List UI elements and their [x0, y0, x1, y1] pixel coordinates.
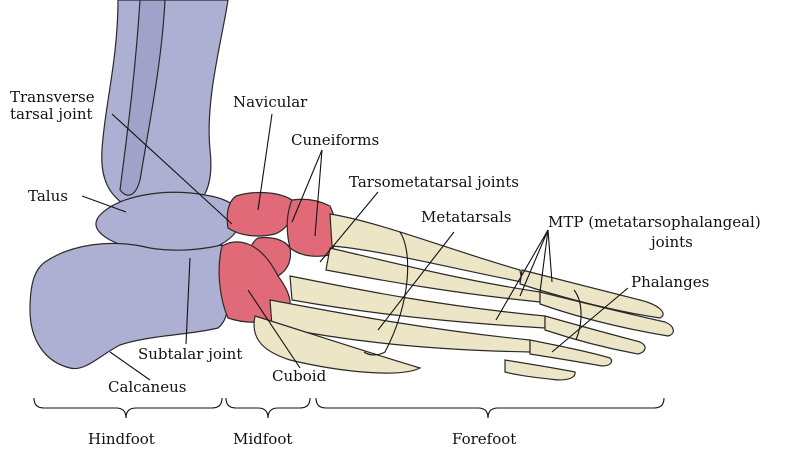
- label-phalanges: Phalanges: [631, 273, 709, 291]
- navicular-bone: [227, 193, 293, 236]
- cuneiform-bone-1: [287, 199, 336, 256]
- label-transverse-line1: Transverse: [10, 88, 95, 106]
- region-forefoot: Forefoot: [452, 430, 516, 448]
- label-talus: Talus: [28, 187, 68, 205]
- label-calcaneus: Calcaneus: [108, 378, 186, 396]
- label-transverse-line2: tarsal joint: [10, 105, 93, 123]
- label-subtalar: Subtalar joint: [138, 345, 242, 363]
- label-cuneiforms: Cuneiforms: [291, 131, 379, 149]
- label-tarsometatarsal: Tarsometatarsal joints: [349, 173, 519, 191]
- region-midfoot: Midfoot: [233, 430, 292, 448]
- forefoot-brace: [316, 398, 664, 418]
- label-metatarsals: Metatarsals: [421, 208, 511, 226]
- phalanx-bone-5: [505, 360, 575, 380]
- midfoot-brace: [226, 398, 310, 418]
- region-hindfoot: Hindfoot: [88, 430, 155, 448]
- label-navicular: Navicular: [233, 93, 307, 111]
- hindfoot-brace: [34, 398, 222, 418]
- label-mtp-line2: joints: [651, 233, 693, 251]
- leader-mtp-d: [548, 230, 552, 282]
- label-mtp-line1: MTP (metatarsophalangeal): [548, 213, 761, 231]
- label-cuboid: Cuboid: [272, 367, 326, 385]
